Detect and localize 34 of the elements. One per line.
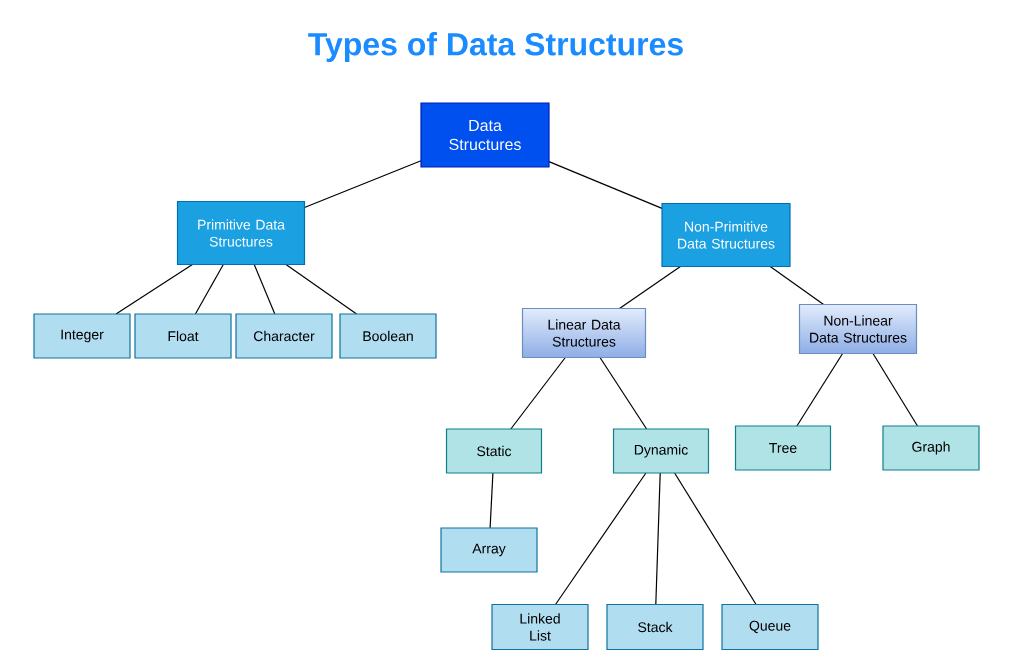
connector-line [285, 263, 358, 315]
connector-line [618, 265, 681, 310]
connector-line [674, 472, 757, 606]
connector-line [872, 352, 919, 427]
category-box: Non-Linear Data Structures [798, 303, 918, 355]
leaf-box: Linked List [491, 603, 589, 651]
leaf-box: Boolean [339, 313, 437, 359]
subcategory-box: Graph [882, 425, 980, 471]
leaf-box: Float [134, 313, 232, 359]
connector-line [194, 263, 224, 315]
subcategory-box: Dynamic [612, 428, 710, 474]
leaf-box: Character [235, 313, 333, 359]
connector-line [554, 472, 647, 606]
connector-line [303, 160, 422, 209]
connector-line [655, 472, 661, 606]
title: Types of Data Structures [308, 32, 683, 62]
category-box: Linear Data Structures [521, 307, 647, 359]
leaf-box: Stack [606, 603, 704, 651]
leaf-box: Array [440, 527, 538, 573]
connector-line [548, 161, 663, 209]
category-box: Primitive Data Structures [176, 200, 306, 266]
root-box: Data Structures [420, 102, 550, 168]
connector-line [510, 356, 566, 430]
connector-line [253, 263, 276, 315]
connector-line [115, 263, 193, 315]
subcategory-box: Tree [734, 425, 832, 471]
connector-line [489, 472, 494, 529]
category-box: Non-Primitive Data Structures [661, 202, 791, 268]
leaf-box: Queue [721, 603, 819, 651]
connector-line [769, 265, 825, 306]
connector-line [796, 352, 844, 427]
connector-line [599, 356, 648, 430]
subcategory-box: Static [445, 428, 543, 474]
leaf-box: Integer [33, 313, 131, 359]
